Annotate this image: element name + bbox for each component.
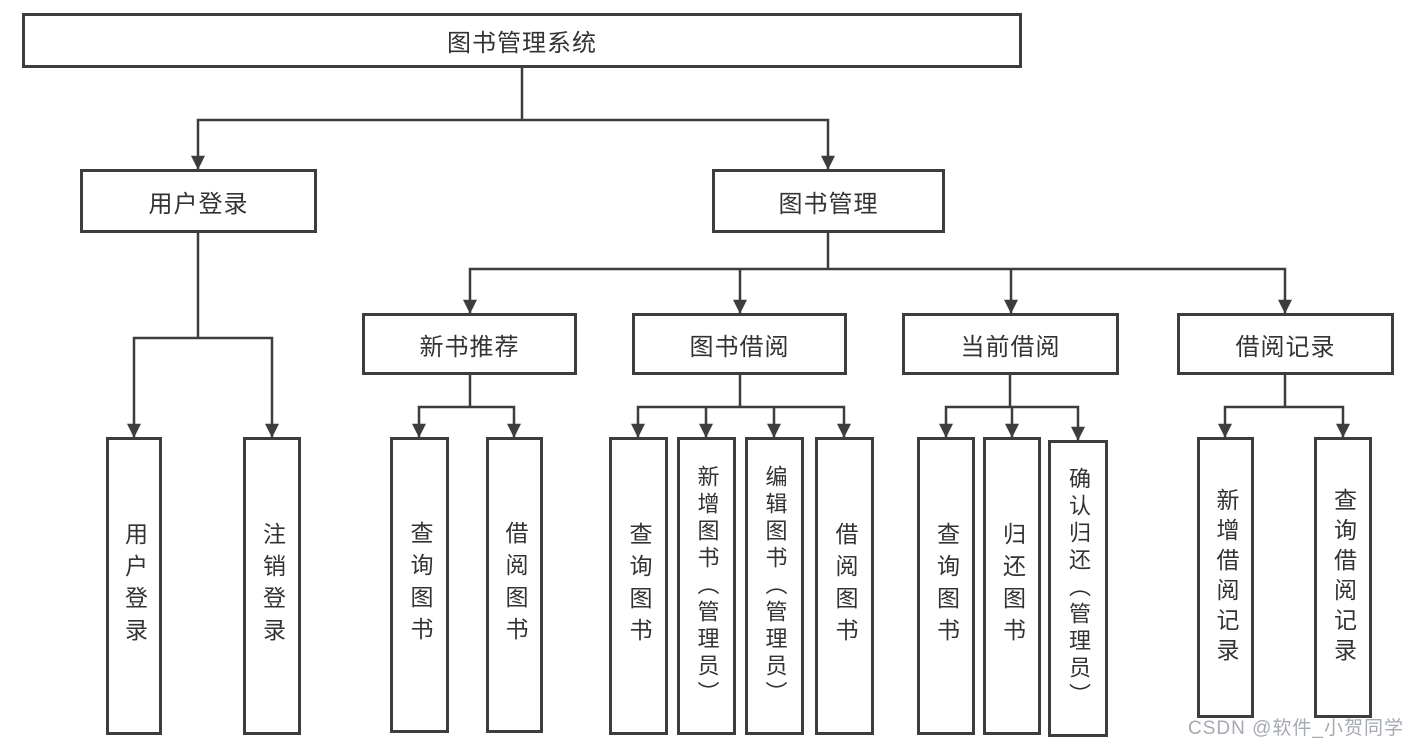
node-user-login: 用户登录 [80, 169, 317, 233]
leaf-logout-label: 注销登录 [259, 522, 286, 650]
leaf-confirm-return-admin: 确认归还（管理员） [1048, 440, 1108, 737]
node-book-borrowing: 图书借阅 [632, 313, 847, 375]
leaf-return-books-label: 归还图书 [999, 522, 1026, 650]
leaf-add-book-admin: 新增图书（管理员） [677, 437, 736, 735]
leaf-query-books-3: 查询图书 [917, 437, 975, 735]
node-library-management-system: 图书管理系统 [22, 13, 1022, 68]
node-current-borrowing: 当前借阅 [902, 313, 1119, 375]
leaf-query-books-1: 查询图书 [390, 437, 449, 733]
node-borrowing-records: 借阅记录 [1177, 313, 1394, 375]
leaf-borrow-books-1-label: 借阅图书 [502, 521, 528, 649]
leaf-borrow-books-2: 借阅图书 [815, 437, 874, 735]
leaf-query-books-2: 查询图书 [609, 437, 668, 735]
node-new-book-recommend: 新书推荐 [362, 313, 577, 375]
leaf-user-login-label: 用户登录 [121, 522, 148, 650]
leaf-logout: 注销登录 [243, 437, 301, 735]
connector-borrow-rec-branches [1218, 405, 1350, 438]
leaf-confirm-return-admin-label: 确认归还（管理员） [1066, 467, 1091, 710]
leaf-query-books-3-label: 查询图书 [933, 522, 960, 650]
connector-root-branches [191, 118, 835, 170]
connector-user-login-branches [127, 336, 279, 438]
leaf-borrow-books-1: 借阅图书 [486, 437, 543, 733]
leaf-query-borrow-record-label: 查询借阅记录 [1330, 487, 1357, 668]
leaf-borrow-books-2-label: 借阅图书 [832, 522, 858, 650]
connector-book-borrow-branches [631, 405, 851, 438]
leaf-add-borrow-record-label: 新增借阅记录 [1213, 487, 1239, 668]
connector-book-mgmt-branches [463, 267, 1292, 314]
connector-new-book-branches [412, 405, 521, 438]
leaf-edit-book-admin-label: 编辑图书（管理员） [762, 464, 788, 708]
leaf-user-login: 用户登录 [106, 437, 162, 735]
leaf-query-books-1-label: 查询图书 [407, 521, 433, 649]
leaf-return-books: 归还图书 [983, 437, 1041, 735]
csdn-watermark: CSDN @软件_小贺同学 [1188, 718, 1404, 739]
leaf-add-borrow-record: 新增借阅记录 [1197, 437, 1254, 718]
connector-current-borrow-branches [939, 405, 1085, 441]
leaf-add-book-admin-label: 新增图书（管理员） [694, 464, 720, 708]
node-book-management: 图书管理 [712, 169, 945, 233]
leaf-query-books-2-label: 查询图书 [626, 522, 652, 650]
leaf-query-borrow-record: 查询借阅记录 [1314, 437, 1372, 718]
leaf-edit-book-admin: 编辑图书（管理员） [745, 437, 804, 735]
